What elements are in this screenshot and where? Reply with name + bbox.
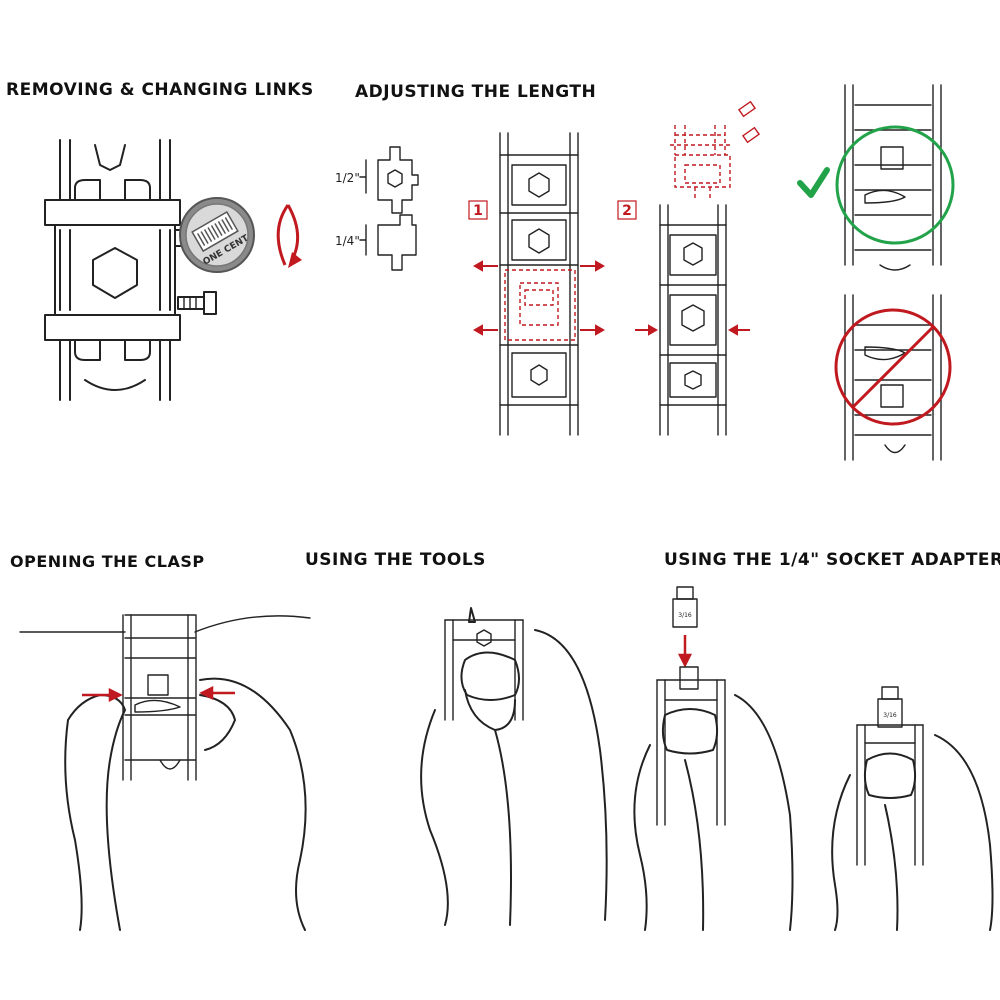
socket-adapter-diagram: 3/16 3/16 [625, 585, 1000, 931]
check-icon [797, 167, 830, 198]
installed-bracelet-drawing [856, 724, 924, 866]
no-entry-icon [834, 308, 952, 426]
installed-adapter-label: 3/16 [883, 712, 897, 719]
incorrect-strap-drawing [844, 294, 942, 461]
orientation-check-diagram [795, 84, 955, 465]
step-2-number: 2 [622, 203, 632, 219]
pull-arrows-strap-1 [472, 260, 606, 336]
using-tools-diagram [405, 600, 615, 926]
opening-clasp-title: OPENING THE CLASP [10, 552, 205, 571]
bracelet-strap-1 [499, 132, 579, 436]
clasp-bracelet-drawing [122, 614, 197, 781]
screw-icon [737, 100, 761, 144]
socket-adapter-icon: 3/16 [672, 586, 698, 628]
using-tools-title: USING THE TOOLS [305, 550, 486, 570]
tool-bracelet-drawing [444, 619, 524, 721]
one-cent-coin-icon: ONE CENT [179, 197, 255, 273]
removing-links-title: REMOVING & CHANGING LINKS [6, 80, 314, 100]
adjusting-length-title: ADJUSTING THE LENGTH [355, 82, 597, 102]
thumb-drawing [460, 651, 520, 701]
bracelet-strap-2 [659, 204, 727, 436]
bracelet-links-drawing [44, 139, 186, 401]
opening-clasp-diagram [19, 600, 320, 931]
correct-strap-drawing [844, 84, 942, 271]
push-arrows-strap-2 [635, 324, 750, 336]
rotate-arrow-icon [276, 204, 302, 268]
half-inch-label: 1/2" [335, 171, 360, 185]
step-1-number: 1 [473, 203, 483, 219]
insert-arrow-icon [677, 635, 693, 668]
screw-drawing [177, 291, 217, 315]
adapter-bracelet-drawing [656, 666, 726, 826]
correct-ring [835, 125, 955, 245]
half-inch-link: 1/2" [335, 146, 419, 214]
quarter-inch-link: 1/4" [335, 214, 417, 271]
adapter-size-label: 3/16 [678, 612, 692, 619]
socket-adapter-title: USING THE 1/4" SOCKET ADAPTER [664, 550, 1000, 570]
installed-adapter-icon: 3/16 [877, 686, 903, 728]
squeeze-arrow-icon [82, 685, 235, 703]
adjusting-length-diagram: 1/2" 1/4" 1 [330, 100, 770, 445]
removing-links-diagram: ONE CENT [30, 139, 320, 410]
removed-link-drawing [670, 100, 761, 200]
quarter-inch-label: 1/4" [335, 234, 360, 248]
